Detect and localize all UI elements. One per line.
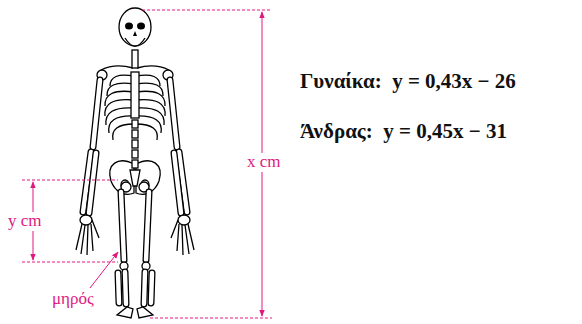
dimension-lines [22, 10, 272, 318]
formula: Γυναίκα: y = 0,43x − 26 [300, 70, 516, 93]
skeleton [76, 8, 194, 318]
formula: Άνδρας: y = 0,45x − 31 [300, 120, 507, 143]
part-label: μηρός [50, 290, 96, 309]
dimension-label: x cm [245, 153, 283, 172]
dimension-label: y cm [6, 212, 44, 231]
